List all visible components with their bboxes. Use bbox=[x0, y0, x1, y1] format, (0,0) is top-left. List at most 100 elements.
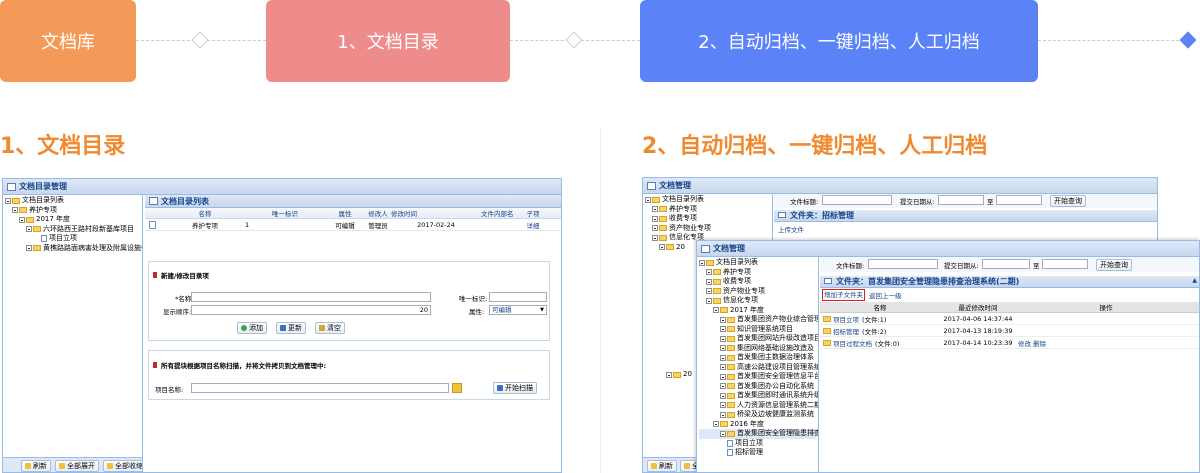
collapse-icon[interactable] bbox=[706, 297, 712, 304]
tree-node[interactable]: 黄樵路路面病害处理及附属设施修复工程 bbox=[5, 244, 142, 254]
date-from-input[interactable] bbox=[938, 195, 984, 205]
clear-button[interactable]: 清空 bbox=[315, 322, 345, 334]
table-row[interactable]: 养护专项 1 可编辑 管理员 2017-02-24 详细 bbox=[145, 219, 561, 231]
expand-icon[interactable] bbox=[720, 392, 726, 399]
tree-node[interactable]: 2017 年度 bbox=[5, 215, 140, 225]
expand-icon[interactable] bbox=[720, 345, 726, 352]
tree-node[interactable]: 养护专项 bbox=[699, 268, 816, 278]
add-subfolder-button[interactable]: 增加子文件夹 bbox=[822, 289, 865, 301]
tree-node-leaf[interactable]: 项目立项 bbox=[5, 234, 140, 244]
refresh-button[interactable]: 刷新 bbox=[21, 460, 51, 472]
collapse-panel-icon[interactable]: ▲ bbox=[1192, 277, 1197, 284]
tree-node[interactable]: 2017 年度 bbox=[699, 306, 816, 316]
tree-node-root[interactable]: 文档目录列表 bbox=[645, 195, 770, 205]
tree-node[interactable]: 高速公路建设项目管理系统 bbox=[699, 363, 818, 373]
table-row[interactable]: 项目立项(文件:1)2017-04-06 14:37:44 bbox=[820, 313, 1199, 325]
tree-node[interactable]: 项目立项 bbox=[699, 439, 816, 449]
date-to-input[interactable] bbox=[1042, 259, 1088, 269]
tree-node[interactable]: 集团网络基础设施改造及 bbox=[699, 344, 816, 354]
back-up-link[interactable]: 返回上一级 bbox=[869, 292, 902, 300]
tree-node[interactable]: 收费专项 bbox=[645, 214, 770, 224]
upload-file-link[interactable]: 上传文件 bbox=[778, 226, 804, 234]
order-input[interactable]: 20 bbox=[191, 305, 431, 315]
tree-node[interactable]: 20 bbox=[645, 243, 770, 253]
tree-node[interactable]: 首发集团即时通讯系统升级 bbox=[699, 391, 818, 401]
project-name-input[interactable] bbox=[191, 383, 449, 393]
collapse-icon[interactable] bbox=[26, 226, 32, 233]
folder-name-link[interactable]: 招标管理 bbox=[833, 327, 859, 336]
delete-row-icon[interactable] bbox=[149, 220, 156, 229]
collapse-icon[interactable] bbox=[12, 207, 18, 214]
expand-icon[interactable] bbox=[720, 430, 726, 437]
collapse-icon[interactable] bbox=[713, 421, 719, 428]
expand-icon[interactable] bbox=[666, 371, 672, 378]
tree-node[interactable]: 养护专项 bbox=[5, 206, 140, 216]
step-catalog[interactable]: 1、文档目录 bbox=[266, 0, 510, 82]
expand-icon[interactable] bbox=[652, 206, 658, 213]
tree-node[interactable]: 桥梁及边坡健康监测系统 bbox=[699, 410, 816, 420]
detail-link[interactable]: 详细 bbox=[526, 221, 540, 230]
search-button[interactable]: 开始查询 bbox=[1096, 259, 1132, 271]
collapse-icon[interactable] bbox=[645, 196, 651, 203]
collapse-icon[interactable] bbox=[652, 234, 658, 241]
name-input[interactable] bbox=[191, 292, 431, 302]
date-from-input[interactable] bbox=[982, 259, 1030, 269]
lookup-icon[interactable] bbox=[452, 383, 462, 393]
expand-icon[interactable] bbox=[720, 364, 726, 371]
tree-node[interactable]: 首发集团网站升级改造项目 bbox=[699, 334, 818, 344]
tree-node[interactable]: 信息化专项 bbox=[645, 233, 770, 243]
tree-node[interactable]: 首发集团安全管理信息平台 bbox=[699, 372, 818, 382]
tree-node[interactable]: 首发集团资产物业综合管理 bbox=[699, 315, 818, 325]
expand-icon[interactable] bbox=[720, 326, 726, 333]
expand-icon[interactable] bbox=[720, 316, 726, 323]
expand-icon[interactable] bbox=[720, 354, 726, 361]
refresh-button[interactable]: 刷新 bbox=[647, 460, 677, 472]
tree-node[interactable]: 六环路西王路村段新基库项目 bbox=[5, 225, 140, 235]
expand-icon[interactable] bbox=[26, 245, 32, 252]
step-library[interactable]: 文档库 bbox=[0, 0, 136, 82]
folder-name-link[interactable]: 项目立项 bbox=[833, 315, 859, 324]
collapse-icon[interactable] bbox=[659, 244, 665, 251]
tree-node[interactable]: 20 bbox=[645, 370, 770, 380]
tree-node[interactable]: 知识管理系统项目 bbox=[699, 325, 816, 335]
expand-icon[interactable] bbox=[652, 225, 658, 232]
tree-node[interactable]: 2016 年度 bbox=[699, 420, 816, 430]
tree-node[interactable]: 招标管理 bbox=[699, 448, 816, 458]
collapse-icon[interactable] bbox=[699, 259, 705, 266]
tree-node[interactable]: 首发集团主数据治理体系 bbox=[699, 353, 816, 363]
expand-icon[interactable] bbox=[720, 373, 726, 380]
collapse-icon[interactable] bbox=[713, 307, 719, 314]
file-title-input[interactable] bbox=[822, 195, 892, 205]
add-button[interactable]: 添加 bbox=[237, 322, 267, 334]
tree-node[interactable]: 文档目录列表 bbox=[699, 258, 816, 268]
tree-node[interactable]: 资产物业专项 bbox=[699, 287, 816, 297]
search-button[interactable]: 开始查询 bbox=[1050, 195, 1086, 207]
expand-icon[interactable] bbox=[706, 269, 712, 276]
tree-node[interactable]: 收费专项 bbox=[699, 277, 816, 287]
row-actions[interactable]: 修改 删除 bbox=[1018, 339, 1047, 348]
tree-node[interactable]: 首发集团安全管理隐患排查 bbox=[699, 429, 818, 439]
tree-node[interactable]: 信息化专项 bbox=[699, 296, 816, 306]
expand-icon[interactable] bbox=[720, 411, 726, 418]
expand-icon[interactable] bbox=[706, 278, 712, 285]
collapse-icon[interactable] bbox=[5, 197, 11, 204]
id-input[interactable] bbox=[489, 292, 547, 302]
collapse-icon[interactable] bbox=[19, 216, 25, 223]
step-archive[interactable]: 2、自动归档、一键归档、人工归档 bbox=[640, 0, 1038, 82]
file-title-input[interactable] bbox=[868, 259, 938, 269]
tree-node[interactable]: 人力资源信息管理系统二期 bbox=[699, 401, 818, 411]
expand-icon[interactable] bbox=[720, 335, 726, 342]
attr-select[interactable]: 可编辑▼ bbox=[489, 305, 547, 315]
expand-icon[interactable] bbox=[706, 288, 712, 295]
tree-node[interactable]: 资产物业专项 bbox=[645, 224, 770, 234]
update-button[interactable]: 更新 bbox=[276, 322, 306, 334]
tree-node[interactable]: 首发集团办公自动化系统 bbox=[699, 382, 816, 392]
table-row[interactable]: 招标管理(文件:2)2017-04-13 18:19:39 bbox=[820, 325, 1199, 337]
expand-icon[interactable] bbox=[720, 402, 726, 409]
expand-icon[interactable] bbox=[652, 215, 658, 222]
start-scan-button[interactable]: 开始扫描 bbox=[493, 382, 537, 394]
date-to-input[interactable] bbox=[996, 195, 1042, 205]
tree-node[interactable]: 养护专项 bbox=[645, 205, 770, 215]
tree-node-root[interactable]: 文档目录列表 bbox=[5, 196, 140, 206]
